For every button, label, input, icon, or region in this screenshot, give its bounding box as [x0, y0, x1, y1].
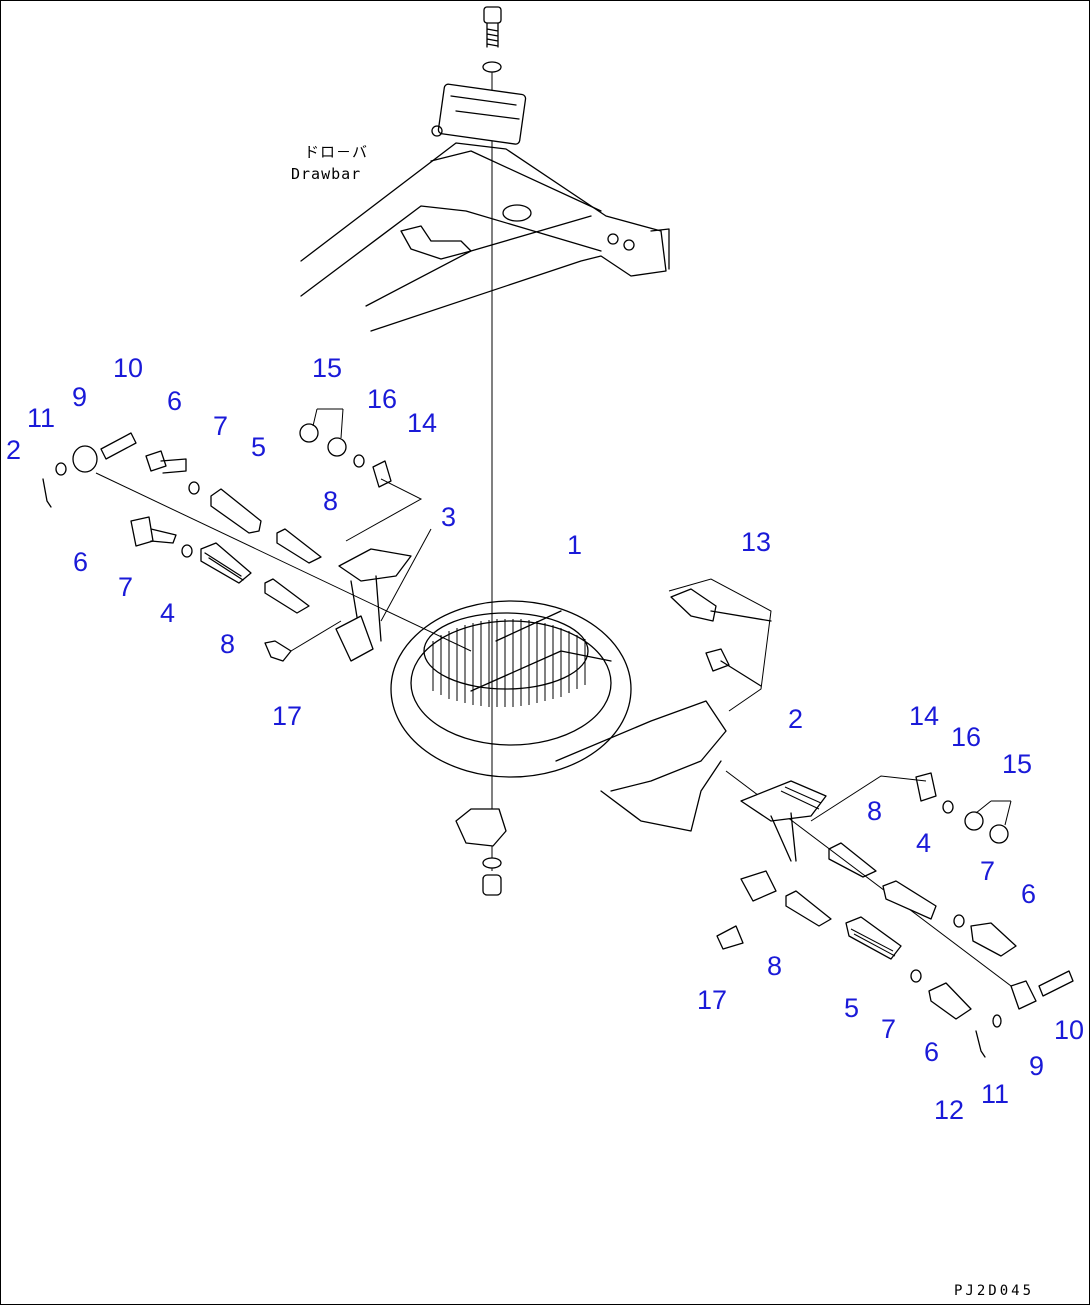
- part-number-callout[interactable]: 4: [916, 828, 932, 858]
- part-number-callout[interactable]: 6: [73, 547, 89, 577]
- part-number-callout[interactable]: 3: [441, 502, 457, 532]
- bottom-center-parts: [455, 808, 507, 896]
- part-number-callout[interactable]: 10: [1054, 1015, 1085, 1045]
- part-number-callout[interactable]: 2: [788, 704, 804, 734]
- part-number-callout[interactable]: 7: [118, 572, 134, 602]
- circle-assembly: [390, 600, 727, 832]
- part-number-callout[interactable]: 9: [1029, 1051, 1045, 1081]
- top-bolt: [482, 6, 502, 73]
- part-number-callout[interactable]: 8: [867, 796, 883, 826]
- part-number-callout[interactable]: 14: [909, 701, 940, 731]
- drawing-code: PJ2D045: [954, 1283, 1035, 1299]
- part-number-callout[interactable]: 7: [980, 856, 996, 886]
- part-number-callout[interactable]: 15: [1002, 749, 1033, 779]
- part-number-callout[interactable]: 8: [220, 629, 236, 659]
- part-number-callout[interactable]: 9: [72, 382, 88, 412]
- part-number-callout[interactable]: 4: [160, 598, 176, 628]
- part-number-callout[interactable]: 17: [697, 985, 728, 1015]
- part-number-callout[interactable]: 11: [981, 1079, 1010, 1109]
- part-number-callout[interactable]: 17: [272, 701, 303, 731]
- part-number-callout[interactable]: 13: [741, 527, 772, 557]
- part-number-callout[interactable]: 6: [924, 1037, 940, 1067]
- part-number-callout[interactable]: 15: [312, 353, 343, 383]
- part-number-callout[interactable]: 10: [113, 353, 144, 383]
- part-number-callout[interactable]: 12: [934, 1095, 965, 1125]
- part-number-callout[interactable]: 1: [567, 530, 583, 560]
- drawbar-label-jp: ドロ－バ: [304, 143, 369, 161]
- drawbar-label-en: Drawbar: [291, 165, 362, 183]
- part-number-callout[interactable]: 6: [167, 386, 183, 416]
- part-number-callout[interactable]: 8: [767, 951, 783, 981]
- part-number-callout[interactable]: 11: [27, 403, 56, 433]
- part-number-callout[interactable]: 8: [323, 486, 339, 516]
- part-number-callout[interactable]: 5: [251, 432, 267, 462]
- part-number-callout[interactable]: 7: [213, 411, 229, 441]
- part-number-callout[interactable]: 16: [367, 384, 398, 414]
- part-number-callout[interactable]: 2: [6, 435, 22, 465]
- right-parts: [668, 578, 1074, 1058]
- part-number-callout[interactable]: 14: [407, 408, 438, 438]
- part-number-callout[interactable]: 7: [881, 1014, 897, 1044]
- drawbar-frame: [300, 83, 670, 332]
- part-number-callout[interactable]: 16: [951, 722, 982, 752]
- part-number-callout[interactable]: 5: [844, 993, 860, 1023]
- left-assembly-axis: [95, 472, 472, 652]
- part-number-callout[interactable]: 6: [1021, 879, 1037, 909]
- left-parts: [42, 408, 432, 662]
